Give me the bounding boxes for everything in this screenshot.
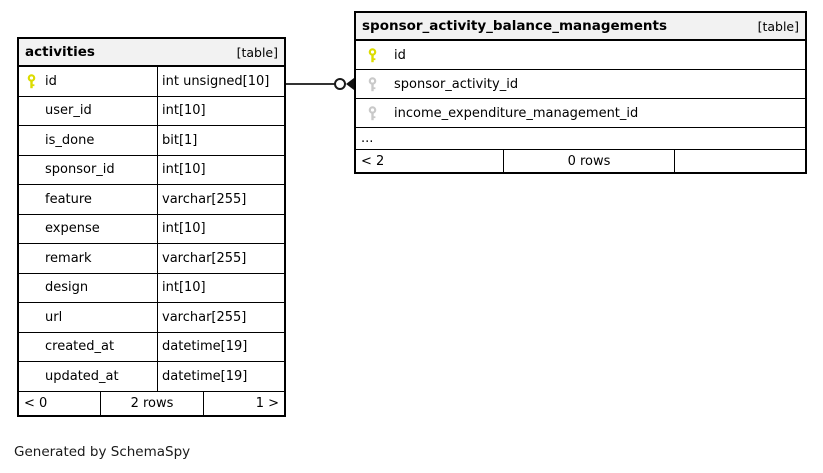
table-activities[interactable]: activities [table] id int unsigned[10] u… <box>17 37 286 417</box>
column-name-cell[interactable]: income_expenditure_management_id <box>356 106 805 121</box>
column-type: int[10] <box>162 103 206 119</box>
arrowhead-icon <box>346 78 354 90</box>
column-name-cell[interactable]: updated_at <box>19 362 158 391</box>
column-name: id <box>45 73 57 89</box>
column-name-cell[interactable]: feature <box>19 185 158 214</box>
table-row[interactable]: url varchar[255] <box>19 303 284 333</box>
column-name: sponsor_id <box>45 162 115 178</box>
column-name: updated_at <box>45 368 119 384</box>
column-name: income_expenditure_management_id <box>394 105 639 121</box>
footer-row-count: 2 rows <box>100 391 203 415</box>
table-row[interactable]: remark varchar[255] <box>19 244 284 274</box>
column-name: url <box>45 309 63 325</box>
column-name-cell[interactable]: id <box>19 67 158 96</box>
table-row[interactable]: user_id int[10] <box>19 96 284 126</box>
column-name: expense <box>45 221 100 237</box>
foreign-key-icon <box>368 105 394 121</box>
footer-left-count: < 2 <box>361 153 385 169</box>
hidden-columns-ellipsis: ... <box>356 128 805 150</box>
table-row[interactable]: is_done bit[1] <box>19 126 284 156</box>
footer-left-count: < 0 <box>24 395 48 411</box>
column-name: user_id <box>45 103 92 119</box>
footer-right-count <box>674 150 805 172</box>
table-row[interactable]: feature varchar[255] <box>19 185 284 215</box>
column-name-cell[interactable]: remark <box>19 244 158 273</box>
table-row[interactable]: id int unsigned[10] <box>19 67 284 97</box>
column-name-cell[interactable]: id <box>356 48 805 63</box>
column-name: id <box>394 47 406 63</box>
column-type: varchar[255] <box>162 191 247 207</box>
column-type: datetime[19] <box>162 339 248 355</box>
column-name: created_at <box>45 339 115 355</box>
table-footer: < 2 0 rows <box>356 150 805 172</box>
column-name-cell[interactable]: is_done <box>19 126 158 155</box>
column-name-cell[interactable]: url <box>19 303 158 332</box>
footer-row-count: 0 rows <box>503 150 674 172</box>
table-row[interactable]: income_expenditure_management_id <box>356 99 805 128</box>
table-tag: [table] <box>236 44 278 60</box>
column-name: design <box>45 280 89 296</box>
table-tag: [table] <box>757 18 799 34</box>
table-row[interactable]: updated_at datetime[19] <box>19 362 284 392</box>
column-type: bit[1] <box>162 132 198 148</box>
table-header-activities[interactable]: activities [table] <box>19 39 284 67</box>
table-row[interactable]: created_at datetime[19] <box>19 332 284 362</box>
column-type: int[10] <box>162 221 206 237</box>
column-name-cell[interactable]: expense <box>19 214 158 243</box>
generated-by-label: Generated by SchemaSpy <box>14 444 191 460</box>
table-title[interactable]: sponsor_activity_balance_managements <box>362 18 667 34</box>
column-name: remark <box>45 250 92 266</box>
column-type: varchar[255] <box>162 309 247 325</box>
primary-key-icon <box>368 47 394 63</box>
zero-cardinality-circle <box>334 78 346 90</box>
table-title[interactable]: activities <box>25 44 95 60</box>
column-name: is_done <box>45 132 95 148</box>
column-name-cell[interactable]: design <box>19 273 158 302</box>
footer-right-count: 1 > <box>203 391 284 415</box>
column-name-cell[interactable]: sponsor_activity_id <box>356 77 805 92</box>
table-footer: < 0 2 rows 1 > <box>19 391 284 415</box>
column-name-cell[interactable]: created_at <box>19 332 158 361</box>
table-row[interactable]: sponsor_activity_id <box>356 70 805 99</box>
column-type: varchar[255] <box>162 250 247 266</box>
table-header-sponsor-activity-balance-managements[interactable]: sponsor_activity_balance_managements [ta… <box>356 13 805 41</box>
column-name-cell[interactable]: sponsor_id <box>19 155 158 184</box>
column-name: feature <box>45 191 92 207</box>
table-row[interactable]: design int[10] <box>19 273 284 303</box>
column-type: int unsigned[10] <box>162 73 270 89</box>
table-row[interactable]: expense int[10] <box>19 214 284 244</box>
column-name: sponsor_activity_id <box>394 76 519 92</box>
column-name-cell[interactable]: user_id <box>19 96 158 125</box>
column-type: int[10] <box>162 280 206 296</box>
table-row[interactable]: id <box>356 41 805 70</box>
table-sponsor-activity-balance-managements[interactable]: sponsor_activity_balance_managements [ta… <box>354 11 807 174</box>
column-type: int[10] <box>162 162 206 178</box>
foreign-key-icon <box>368 76 394 92</box>
primary-key-icon <box>27 73 45 89</box>
table-row[interactable]: sponsor_id int[10] <box>19 155 284 185</box>
column-type: datetime[19] <box>162 368 248 384</box>
